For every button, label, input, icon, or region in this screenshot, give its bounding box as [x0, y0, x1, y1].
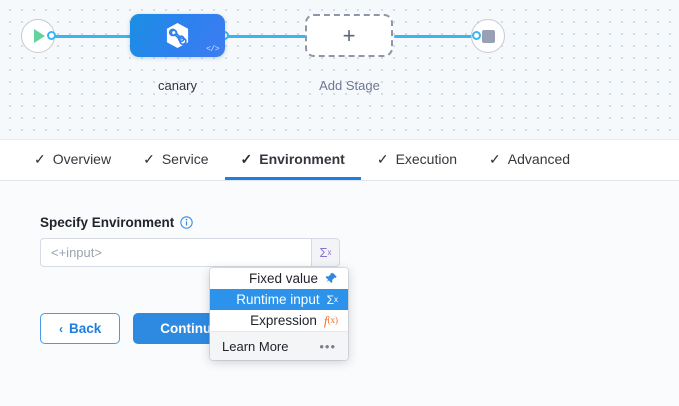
specify-environment-label: Specify Environment: [40, 215, 194, 230]
check-icon: ✓: [376, 150, 389, 167]
connector-addstage-to-end: [394, 35, 476, 38]
ellipsis-icon: •••: [319, 338, 336, 354]
dropdown-item-expression[interactable]: Expression f(x): [210, 310, 348, 331]
dropdown-item-label: Runtime input: [236, 292, 320, 307]
sigma-icon: Σ: [319, 245, 328, 260]
field-label-text: Specify Environment: [40, 215, 175, 230]
stage-node-canary[interactable]: </>: [130, 14, 225, 57]
tab-execution[interactable]: ✓ Execution: [361, 140, 473, 180]
dropdown-item-label: Expression: [250, 313, 317, 328]
pipeline-canvas[interactable]: </> + canary Add Stage: [0, 0, 679, 140]
learn-more-label: Learn More: [222, 338, 289, 354]
check-icon: ✓: [143, 150, 155, 167]
step-tab-bar: ✓ Overview ✓ Service ✓ Environment ✓ Exe…: [0, 140, 679, 181]
play-icon: [34, 29, 45, 43]
specify-environment-input[interactable]: [40, 238, 311, 267]
tab-label: Execution: [395, 150, 458, 167]
check-icon: ✓: [34, 150, 46, 167]
stop-icon: [481, 29, 495, 43]
tab-environment[interactable]: ✓ Environment: [224, 140, 361, 180]
back-button[interactable]: ‹ Back: [40, 313, 121, 344]
plus-icon: +: [342, 22, 356, 48]
continue-button-label: Continue: [160, 321, 219, 336]
fx-glyph: f: [323, 313, 328, 328]
connector-canary-to-addstage: [224, 35, 308, 38]
sigma-superscript: x: [334, 294, 338, 304]
tab-label: Environment: [259, 150, 345, 167]
pin-icon: [325, 272, 338, 285]
dropdown-item-fixed-value[interactable]: Fixed value: [210, 268, 348, 289]
add-stage-label: Add Stage: [319, 78, 380, 93]
fx-icon: f(x): [324, 314, 338, 327]
tab-label: Advanced: [507, 150, 571, 167]
stage-label-canary: canary: [157, 78, 198, 93]
chevron-left-icon: ‹: [59, 321, 63, 336]
sigma-superscript: x: [327, 248, 332, 257]
dropdown-footer-learn-more[interactable]: Learn More •••: [210, 331, 348, 360]
fx-subscript: (x): [327, 315, 339, 325]
connector-dot-start-out: [47, 31, 56, 40]
back-button-label: Back: [69, 321, 102, 336]
connector-start-to-canary: [52, 35, 138, 38]
check-icon: ✓: [240, 150, 253, 167]
specify-environment-input-group: Σx: [40, 238, 340, 267]
tab-service[interactable]: ✓ Service: [127, 140, 224, 180]
add-stage-node[interactable]: +: [305, 14, 393, 57]
check-icon: ✓: [489, 150, 501, 167]
sigma-glyph: Σ: [326, 292, 334, 307]
info-icon[interactable]: [180, 216, 194, 229]
tab-advanced[interactable]: ✓ Advanced: [473, 140, 586, 180]
tab-overview[interactable]: ✓ Overview: [18, 140, 127, 180]
harness-hexagon-icon: [166, 23, 189, 48]
code-badge-icon: </>: [206, 45, 219, 54]
tab-label: Service: [161, 150, 209, 167]
connector-dot-end-in: [472, 31, 481, 40]
dropdown-item-label: Fixed value: [248, 271, 318, 286]
tab-label: Overview: [52, 150, 112, 167]
